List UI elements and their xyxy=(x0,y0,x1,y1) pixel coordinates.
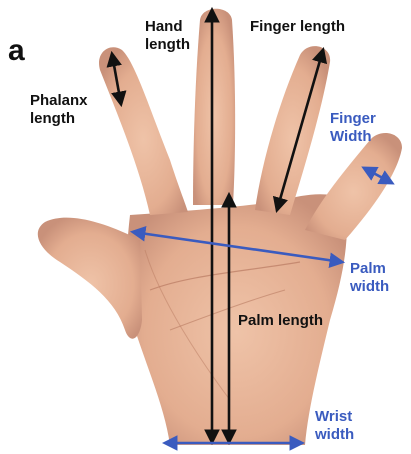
middle-finger-shape xyxy=(193,9,235,205)
little-finger-shape xyxy=(305,133,402,240)
phalanx-length-label: Phalanx length xyxy=(30,92,88,128)
hand-length-label: Hand length xyxy=(145,18,190,54)
hand-silhouette xyxy=(38,9,402,445)
palm-width-label: Palm width xyxy=(350,260,389,296)
wrist-width-label: Wrist width xyxy=(315,408,354,444)
panel-letter: a xyxy=(8,36,25,66)
finger-length-label: Finger length xyxy=(250,18,345,36)
palm-length-label: Palm length xyxy=(238,312,323,330)
finger-width-label: Finger Width xyxy=(330,110,376,146)
thumb-shape xyxy=(38,218,142,339)
ring-finger-shape xyxy=(255,46,330,215)
index-finger-shape xyxy=(99,47,188,215)
